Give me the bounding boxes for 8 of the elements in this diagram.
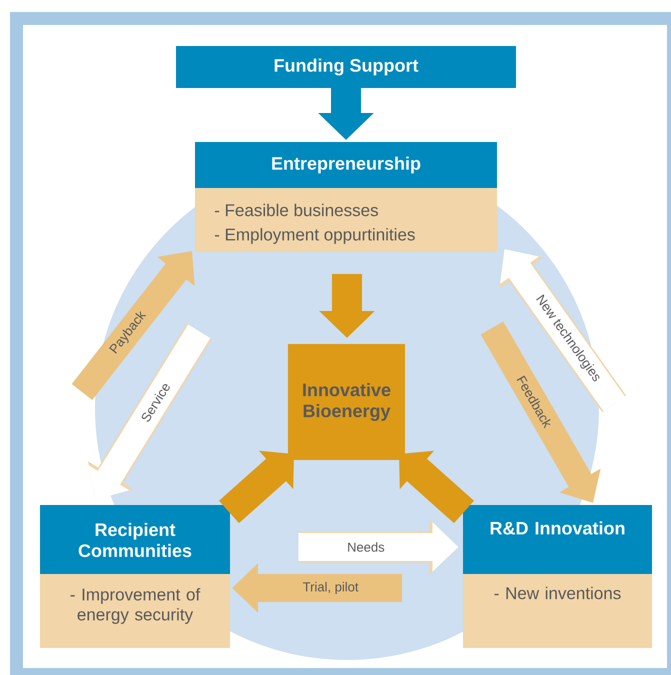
info-card: R&D Innovation - New inventions [463, 505, 652, 648]
edge-label: Needs [346, 540, 386, 554]
info-card: Recipient Communities - Improvement of energy security [40, 505, 230, 648]
edge-label: Trial, pilot [301, 580, 360, 596]
block-arrow [219, 450, 294, 524]
title-box: Funding Support [176, 46, 516, 88]
center-box: Innovative Bioenergy [288, 344, 405, 460]
info-card: Entrepreneurship - Feasible businesses - Employment oppurtinities [195, 142, 497, 252]
